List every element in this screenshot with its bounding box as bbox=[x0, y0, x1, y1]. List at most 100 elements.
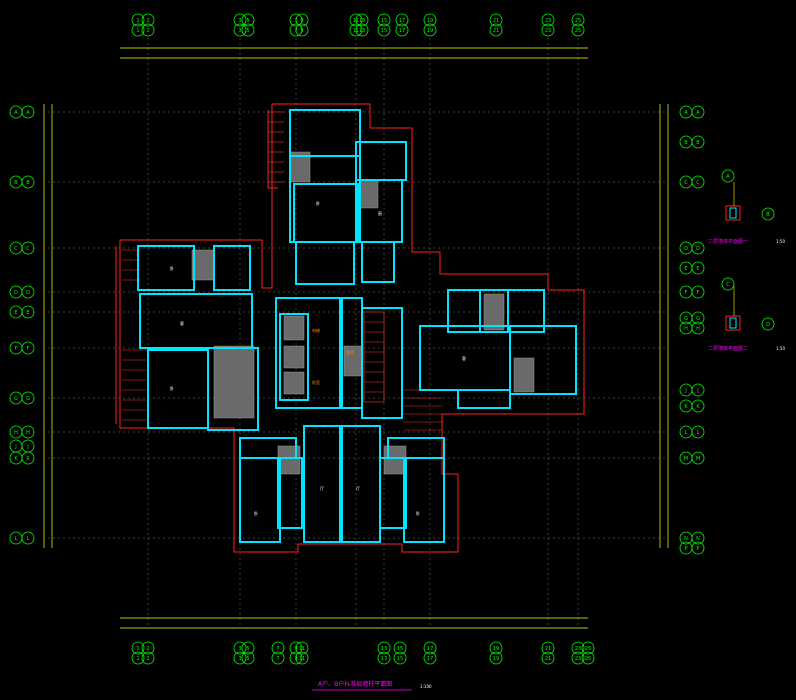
axis-bubble-circle bbox=[233, 23, 247, 37]
axis-bubble-circle bbox=[691, 383, 705, 397]
axis-bubble-circle bbox=[289, 641, 303, 655]
left-axis-bubble: L bbox=[21, 531, 35, 545]
axis-bubble-circle bbox=[691, 135, 705, 149]
axis-bubble-label: E bbox=[14, 310, 17, 316]
top-axis-bubble: 3 bbox=[233, 23, 247, 37]
axis-bubble-circle bbox=[131, 23, 145, 37]
svg-text:厅: 厅 bbox=[356, 486, 360, 491]
left-axis-bubble: H bbox=[21, 425, 35, 439]
bottom-axis-bubble: 17 bbox=[423, 651, 437, 665]
axis-bubble-circle bbox=[571, 13, 585, 27]
svg-text:管井: 管井 bbox=[346, 349, 354, 355]
axis-bubble-circle bbox=[691, 425, 705, 439]
axis-bubble-circle bbox=[489, 23, 503, 37]
drawing-title: A户、B户标准层墙柱平面图 bbox=[318, 680, 392, 688]
top-axis-bubble: 1 bbox=[131, 23, 145, 37]
axis-bubble-label: 9 bbox=[300, 28, 303, 34]
axis-bubble-label: 13 bbox=[359, 18, 365, 24]
axis-bubble-label: D bbox=[696, 246, 700, 252]
bottom-axis-bubble: 15 bbox=[393, 651, 407, 665]
svg-text:卧: 卧 bbox=[316, 200, 320, 206]
right-axis-bubble: M bbox=[679, 451, 693, 465]
left-axis-bubble: E bbox=[21, 305, 35, 319]
top-axis-bubble: 23 bbox=[541, 23, 555, 37]
axis-bubble-label: 19 bbox=[493, 646, 499, 652]
left-axis-bubble: J bbox=[21, 439, 35, 453]
axis-bubble-circle bbox=[21, 241, 35, 255]
axis-bubble-label: 25 bbox=[585, 646, 591, 652]
axis-bubble-circle bbox=[581, 651, 595, 665]
axis-bubble-circle bbox=[271, 641, 285, 655]
bottom-axis-bubble: 7 bbox=[271, 641, 285, 655]
axis-bubble-circle bbox=[691, 399, 705, 413]
svg-text:卧: 卧 bbox=[416, 510, 420, 516]
top-axis-bubble: 9 bbox=[295, 23, 309, 37]
hatched-areas bbox=[191, 151, 535, 475]
right-axis-bubble: P bbox=[691, 541, 705, 555]
axis-bubble-circle bbox=[691, 261, 705, 275]
bottom-axis-bubble: 25 bbox=[581, 651, 595, 665]
axis-bubble-circle bbox=[691, 311, 705, 325]
right-axis-bubble: N bbox=[691, 531, 705, 545]
axis-bubble-label: 3 bbox=[238, 28, 241, 34]
axis-bubble-circle bbox=[571, 23, 585, 37]
axis-bubble-circle bbox=[571, 651, 585, 665]
right-axis-bubble: B bbox=[679, 135, 693, 149]
axis-bubble-label: M bbox=[696, 456, 700, 462]
axis-bubble-label: 15 bbox=[381, 18, 387, 24]
axis-bubble-label: 15 bbox=[397, 656, 403, 662]
right-axis-bubble: L bbox=[679, 425, 693, 439]
axis-bubble-circle bbox=[289, 23, 303, 37]
axis-bubble-circle bbox=[295, 23, 309, 37]
dimension-lines bbox=[43, 47, 669, 629]
axis-bubble-label: 3 bbox=[238, 18, 241, 24]
axis-bubble-label: E bbox=[684, 266, 687, 272]
right-axis-bubble: F bbox=[679, 285, 693, 299]
axis-bubble-circle bbox=[295, 641, 309, 655]
axis-bubble-circle bbox=[349, 23, 363, 37]
axis-bubble-label: 25 bbox=[575, 28, 581, 34]
axis-bubble-circle bbox=[423, 13, 437, 27]
detail2-scale: 1:50 bbox=[776, 346, 785, 351]
axis-bubble-label: 19 bbox=[427, 18, 433, 24]
axis-bubble-label: 13 bbox=[381, 646, 387, 652]
axis-bubble-label: G bbox=[14, 396, 18, 402]
axis-bubble-circle bbox=[581, 641, 595, 655]
axis-bubble-circle bbox=[21, 175, 35, 189]
axis-bubble-circle bbox=[21, 305, 35, 319]
left-axis-bubble: C bbox=[9, 241, 23, 255]
detail-axis-bubble: B bbox=[761, 207, 775, 221]
axis-bubble-label: 7 bbox=[276, 656, 279, 662]
axis-bubble-circle bbox=[21, 531, 35, 545]
axis-bubble-circle bbox=[271, 651, 285, 665]
axis-bubble-circle bbox=[141, 651, 155, 665]
axis-bubble-label: 1 bbox=[136, 18, 139, 24]
right-axis-bubble: G bbox=[691, 311, 705, 325]
axis-bubble-circle bbox=[233, 13, 247, 27]
bottom-axis-bubble: 11 bbox=[295, 651, 309, 665]
bottom-axis-bubble: 1 bbox=[131, 641, 145, 655]
top-axis-bubble: 21 bbox=[489, 13, 503, 27]
axis-bubble-label: 25 bbox=[575, 18, 581, 24]
top-axis-bubble: 9 bbox=[295, 13, 309, 27]
right-axis-bubble: J bbox=[679, 383, 693, 397]
axis-bubble-label: G bbox=[684, 316, 688, 322]
axis-bubble-label: G bbox=[26, 396, 30, 402]
axis-bubble-label: L bbox=[697, 430, 700, 436]
svg-text:前室: 前室 bbox=[312, 379, 320, 385]
axis-bubble-label: 15 bbox=[397, 646, 403, 652]
axis-bubble-circle bbox=[691, 321, 705, 335]
axis-bubble-circle bbox=[721, 169, 735, 183]
axis-bubble-circle bbox=[295, 651, 309, 665]
top-axis-bubble: 5 bbox=[241, 13, 255, 27]
axis-bubble-label: C bbox=[726, 282, 730, 288]
left-axis-bubble: G bbox=[21, 391, 35, 405]
axis-bubble-label: F bbox=[685, 290, 688, 296]
axis-bubble-circle bbox=[241, 641, 255, 655]
top-axis-bubble: 13 bbox=[355, 23, 369, 37]
left-axis-bubble: E bbox=[9, 305, 23, 319]
axis-bubble-label: H bbox=[696, 326, 700, 332]
axis-bubble-label: A bbox=[696, 110, 700, 116]
axis-bubble-label: C bbox=[696, 180, 700, 186]
svg-text:卧: 卧 bbox=[170, 265, 174, 271]
